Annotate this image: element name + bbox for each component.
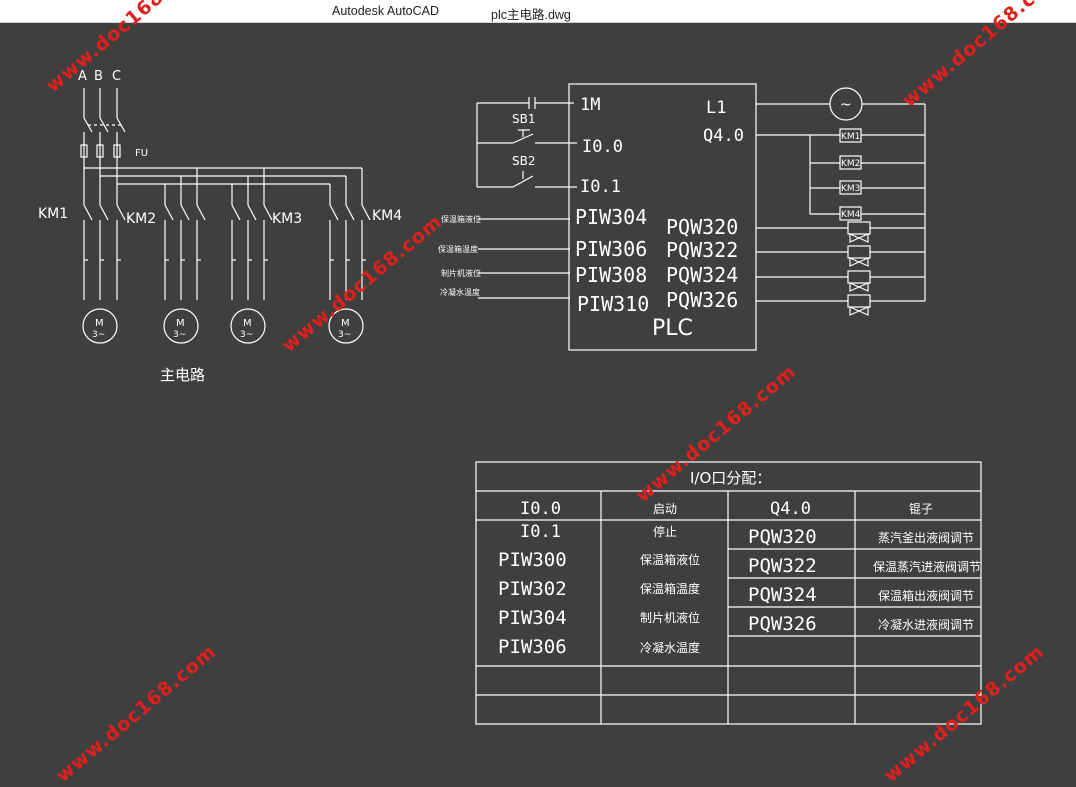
motor-4: M 3~ (328, 308, 364, 344)
switch-sb1-label: SB1 (512, 112, 535, 126)
km3-label: KM3 (272, 211, 302, 227)
coil-km4-label: KM4 (841, 210, 861, 220)
plc-terminal-q40: Q4.0 (703, 126, 744, 146)
fuse-group (80, 143, 121, 159)
main-circuit-caption: 主电路 (160, 366, 205, 384)
cad-drawing-canvas[interactable]: A B C FU (0, 23, 1076, 774)
coil-km3-label: KM3 (841, 184, 860, 194)
plc-terminal-l1: L1 (706, 98, 726, 118)
km1-label: KM1 (38, 206, 68, 222)
branch-km2 (164, 168, 206, 300)
io-cell-3-2: PQW324 (748, 584, 817, 606)
switch-sb2-label: SB2 (512, 154, 535, 168)
io-table: I/O口分配： I0.0 启动 Q4.0 锟子 I0.1 停止 PQW320 蒸… (475, 461, 982, 725)
io-table-title: I/O口分配： (690, 469, 771, 487)
io-cell-1-1: 停止 (653, 524, 677, 539)
km2-label: KM2 (126, 211, 156, 227)
coil-km2: KM2 (839, 155, 925, 170)
motor-2-sub: 3~ (173, 330, 186, 340)
io-cell-0-0: I0.0 (520, 499, 561, 519)
plc-terminal-piw308: PIW308 (575, 263, 647, 287)
io-cell-3-0: PIW302 (498, 578, 567, 600)
plc-terminal-i00: I0.0 (582, 137, 623, 157)
motor-2: M 3~ (163, 308, 199, 344)
io-cell-4-3: 冷凝水进液阀调节 (878, 617, 974, 632)
plc-terminal-pqw324: PQW324 (666, 263, 738, 287)
motor-4-sub: 3~ (338, 330, 351, 340)
io-cell-1-3: 蒸汽釜出液阀调节 (878, 530, 974, 545)
document-title: plc主电路.dwg (491, 8, 571, 22)
motor-2-label: M (176, 318, 185, 329)
sensor-label-2: 保温箱温度 (438, 244, 478, 254)
branch-km3 (231, 168, 273, 300)
plc-terminal-piw304: PIW304 (575, 205, 647, 229)
motor-1-label: M (95, 318, 104, 329)
plc-terminal-piw310: PIW310 (577, 292, 649, 316)
valve-pqw322 (756, 245, 925, 267)
sensor-label-3: 制片机液位 (441, 268, 481, 278)
io-cell-0-2: Q4.0 (770, 499, 811, 519)
io-cell-4-2: PQW326 (748, 613, 817, 635)
io-cell-2-0: PIW300 (498, 549, 567, 571)
plc-terminal-1m: 1M (580, 95, 600, 115)
motor-3-label: M (243, 318, 252, 329)
io-cell-4-1: 制片机液位 (640, 610, 700, 625)
plc-wiring: 1M I0.0 I0.1 PIW304 PIW306 PIW308 PIW310… (438, 83, 926, 351)
plc-terminal-pqw322: PQW322 (666, 238, 738, 262)
coil-km1-label: KM1 (841, 132, 860, 142)
phase-b-label: B (94, 69, 103, 84)
coil-km1: KM1 (839, 128, 925, 143)
io-cell-0-1: 启动 (653, 502, 677, 516)
valve-pqw326 (756, 294, 925, 316)
plc-name: PLC (652, 316, 693, 341)
io-cell-1-0: I0.1 (520, 522, 561, 542)
ac-source-symbol: ~ (840, 97, 852, 113)
plc-terminal-i01: I0.1 (580, 177, 621, 197)
fuse-label: FU (135, 148, 148, 159)
io-cell-3-1: 保温箱温度 (640, 581, 700, 596)
coil-km4: KM4 (839, 206, 925, 221)
app-title: Autodesk AutoCAD (332, 4, 440, 18)
main-circuit: A B C FU (38, 69, 402, 384)
motor-3-sub: 3~ (240, 330, 253, 340)
io-cell-4-0: PIW304 (498, 607, 567, 629)
sensor-label-1: 保温箱液位 (441, 214, 481, 224)
coil-km3: KM3 (839, 180, 925, 195)
valve-pqw324 (756, 270, 925, 292)
coil-km2-label: KM2 (841, 159, 860, 169)
motor-4-label: M (341, 318, 350, 329)
io-cell-0-3: 锟子 (909, 501, 933, 516)
io-cell-5-1: 冷凝水温度 (640, 640, 700, 655)
motor-1: M 3~ (82, 308, 118, 344)
plc-terminal-piw306: PIW306 (575, 237, 647, 261)
io-cell-3-3: 保温箱出液阀调节 (878, 588, 974, 603)
valve-pqw320 (756, 221, 925, 243)
io-cell-1-2: PQW320 (748, 526, 817, 548)
phase-c-label: C (112, 69, 121, 84)
window-titlebar: Autodesk AutoCAD plc主电路.dwg (0, 0, 1076, 23)
io-cell-2-2: PQW322 (748, 555, 817, 577)
plc-box (568, 83, 757, 351)
branch-km1 (83, 204, 126, 300)
io-cell-2-3: 保温蒸汽进液阀调节 (873, 559, 981, 574)
motor-1-sub: 3~ (92, 330, 105, 340)
plc-terminal-pqw326: PQW326 (666, 288, 738, 312)
io-cell-2-1: 保温箱液位 (640, 552, 700, 567)
branch-km4 (329, 168, 371, 300)
plc-terminal-pqw320: PQW320 (666, 215, 738, 239)
phase-a-label: A (78, 69, 87, 84)
km4-label: KM4 (372, 208, 402, 224)
motor-3: M 3~ (230, 308, 266, 344)
sensor-label-4: 冷凝水温度 (440, 287, 480, 297)
io-cell-5-0: PIW306 (498, 636, 567, 658)
